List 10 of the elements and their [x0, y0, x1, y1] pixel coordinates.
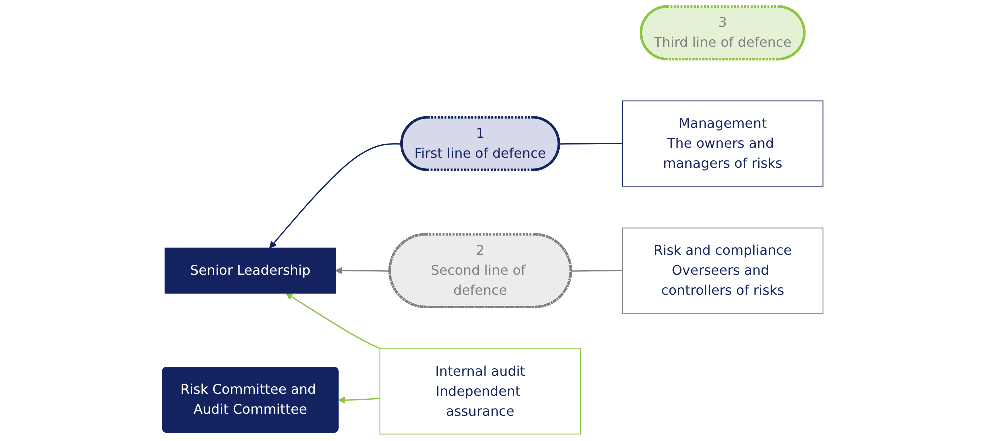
node-box: Senior Leadership — [164, 248, 336, 294]
arrow — [270, 144, 402, 249]
connector — [571, 270, 623, 272]
arrow — [335, 267, 390, 275]
connector — [560, 143, 623, 145]
node-box: Risk and compliance Overseers and controllers of risks — [622, 228, 824, 314]
arrow — [286, 293, 382, 350]
node-box: Internal audit Independent assurance — [380, 348, 582, 435]
arrow — [338, 396, 380, 404]
node-box: Management The owners and managers of risks — [622, 100, 824, 187]
